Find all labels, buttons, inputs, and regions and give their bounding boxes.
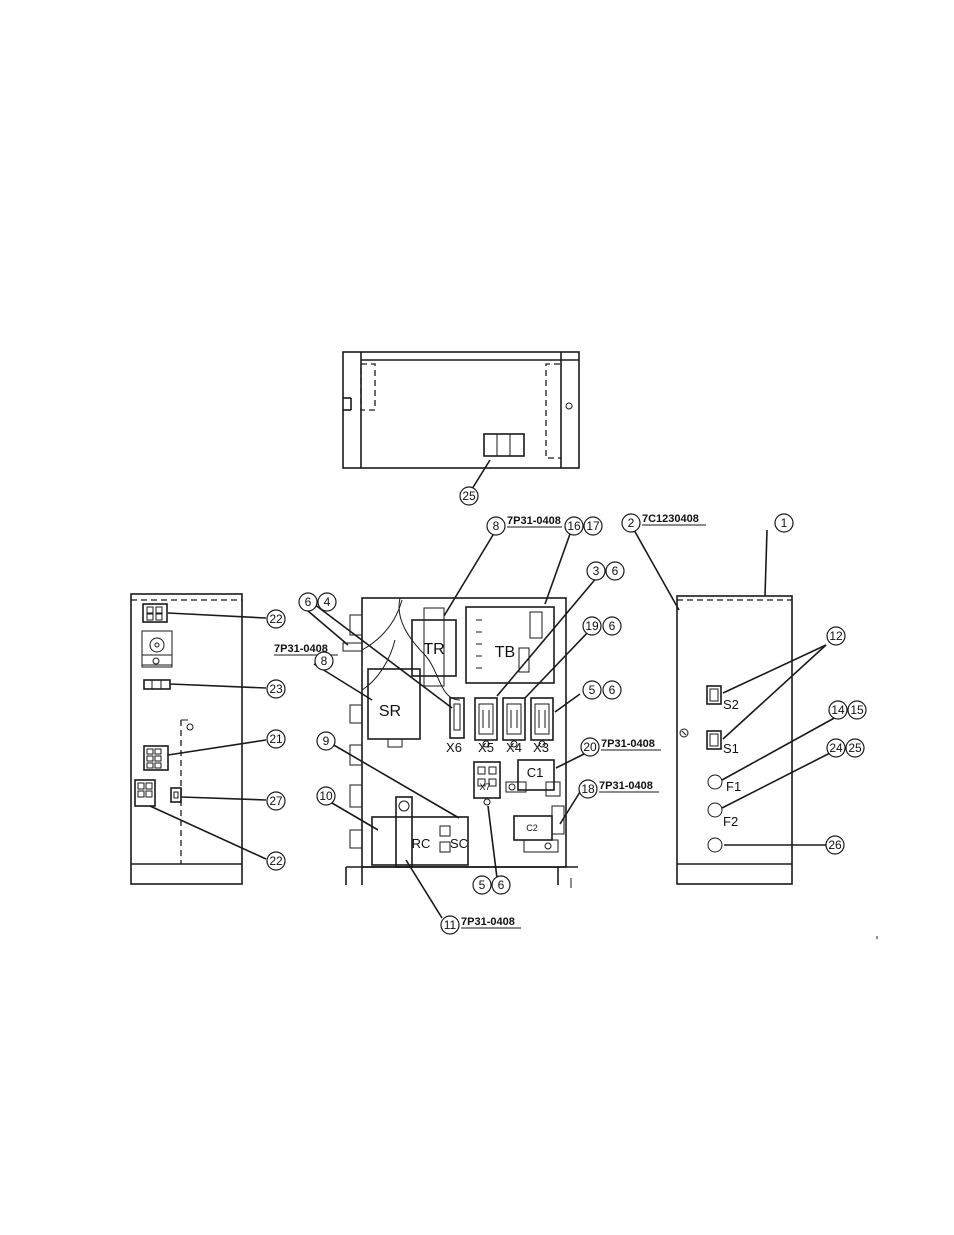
callout-23: 23 (267, 680, 285, 698)
part-number-8-top: 7P31-0408 (507, 515, 561, 527)
callout-10: 10 (317, 787, 335, 805)
callout-5-b: 5 (473, 876, 491, 894)
component-sc-label: SC (450, 836, 468, 851)
callout-4: 4 (318, 593, 336, 611)
callout-1-label: 1 (781, 516, 788, 530)
callout-27: 27 (267, 792, 285, 810)
left-side-view (131, 594, 266, 884)
right-front-view: S2 S1 F1 F2 (634, 530, 838, 884)
component-x3-label: X3 (533, 740, 549, 755)
callout-20: 20 7P31-0408 (581, 738, 661, 756)
component-tr-label: TR (423, 641, 444, 658)
callout-26-label: 26 (828, 838, 842, 852)
callout-16-label: 16 (567, 519, 581, 533)
center-interior-view: TR TB SR X6 X5 X4 (308, 530, 598, 918)
callout-22-bottom-label: 22 (269, 854, 283, 868)
callout-6-e-label: 6 (498, 878, 505, 892)
callout-8-top: 8 7P31-0408 (487, 515, 562, 535)
callout-9: 9 (317, 732, 335, 750)
callout-25-top-label: 25 (462, 489, 476, 503)
component-f1-label: F1 (726, 779, 741, 794)
callout-5-b-label: 5 (479, 878, 486, 892)
callout-6-c: 6 (603, 617, 621, 635)
callout-14-label: 14 (831, 703, 845, 717)
callout-6-e: 6 (492, 876, 510, 894)
component-rc-label: RC (412, 836, 431, 851)
callout-12-label: 12 (829, 629, 843, 643)
callout-24: 24 (827, 739, 845, 757)
callout-14: 14 (829, 701, 847, 719)
callout-25-right: 25 (846, 739, 864, 757)
component-x4-label: X4 (506, 740, 522, 755)
callout-8-left: 8 (315, 652, 333, 670)
callout-23-label: 23 (269, 682, 283, 696)
callout-2: 2 7C1230408 (622, 513, 706, 532)
callout-5-a-label: 5 (589, 683, 596, 697)
callout-25-right-label: 25 (848, 741, 862, 755)
callout-22-top-label: 22 (269, 612, 283, 626)
callout-6-b-label: 6 (612, 564, 619, 578)
part-number-2: 7C1230408 (642, 513, 699, 525)
callout-3: 3 (587, 562, 605, 580)
component-tb-label: TB (495, 644, 515, 661)
callout-25-top: 25 (460, 487, 478, 505)
callout-19: 19 (583, 617, 601, 635)
component-x7-label: X7 (479, 782, 490, 792)
callout-22-bottom: 22 (267, 852, 285, 870)
component-s1-label: S1 (723, 741, 739, 756)
top-view-panel (343, 352, 579, 489)
part-number-18: 7P31-0408 (599, 780, 653, 792)
callout-3-label: 3 (593, 564, 600, 578)
component-x6-label: X6 (446, 740, 462, 755)
callout-6-b: 6 (606, 562, 624, 580)
callout-17: 17 (584, 517, 602, 535)
callout-22-top: 22 (267, 610, 285, 628)
component-x5-label: X5 (478, 740, 494, 755)
callout-6-a: 6 (299, 593, 317, 611)
callout-24-label: 24 (829, 741, 843, 755)
callout-18-label: 18 (581, 782, 595, 796)
callout-11: 11 7P31-0408 (441, 916, 521, 934)
component-f2-label: F2 (723, 814, 738, 829)
callout-27-label: 27 (269, 794, 283, 808)
callout-6-d-label: 6 (609, 683, 616, 697)
callout-26: 26 (826, 836, 844, 854)
callout-6-d: 6 (603, 681, 621, 699)
component-c1-label: C1 (527, 765, 544, 780)
component-s2-label: S2 (723, 697, 739, 712)
callout-11-label: 11 (444, 918, 457, 932)
callout-17-label: 17 (586, 519, 600, 533)
callout-8-top-label: 8 (493, 519, 500, 533)
callout-1: 1 (775, 514, 793, 532)
callout-6-c-label: 6 (609, 619, 616, 633)
callout-15: 15 (848, 701, 866, 719)
callout-21-label: 21 (269, 732, 283, 746)
callout-15-label: 15 (850, 703, 864, 717)
callout-21: 21 (267, 730, 285, 748)
callout-6-a-label: 6 (305, 595, 312, 609)
callout-19-label: 19 (585, 619, 599, 633)
callout-4-label: 4 (324, 595, 331, 609)
callout-20-label: 20 (583, 740, 597, 754)
callout-12: 12 (827, 627, 845, 645)
callout-8-left-label: 8 (321, 654, 328, 668)
component-sr-label: SR (379, 703, 401, 720)
callout-5-a: 5 (583, 681, 601, 699)
callout-16: 16 (565, 517, 583, 535)
callout-10-label: 10 (319, 789, 333, 803)
callout-18: 18 7P31-0408 (579, 780, 659, 798)
callout-2-label: 2 (628, 516, 635, 530)
part-number-11: 7P31-0408 (461, 916, 515, 928)
part-number-20: 7P31-0408 (601, 738, 655, 750)
callout-9-label: 9 (323, 734, 330, 748)
component-c2-label: C2 (526, 823, 538, 833)
